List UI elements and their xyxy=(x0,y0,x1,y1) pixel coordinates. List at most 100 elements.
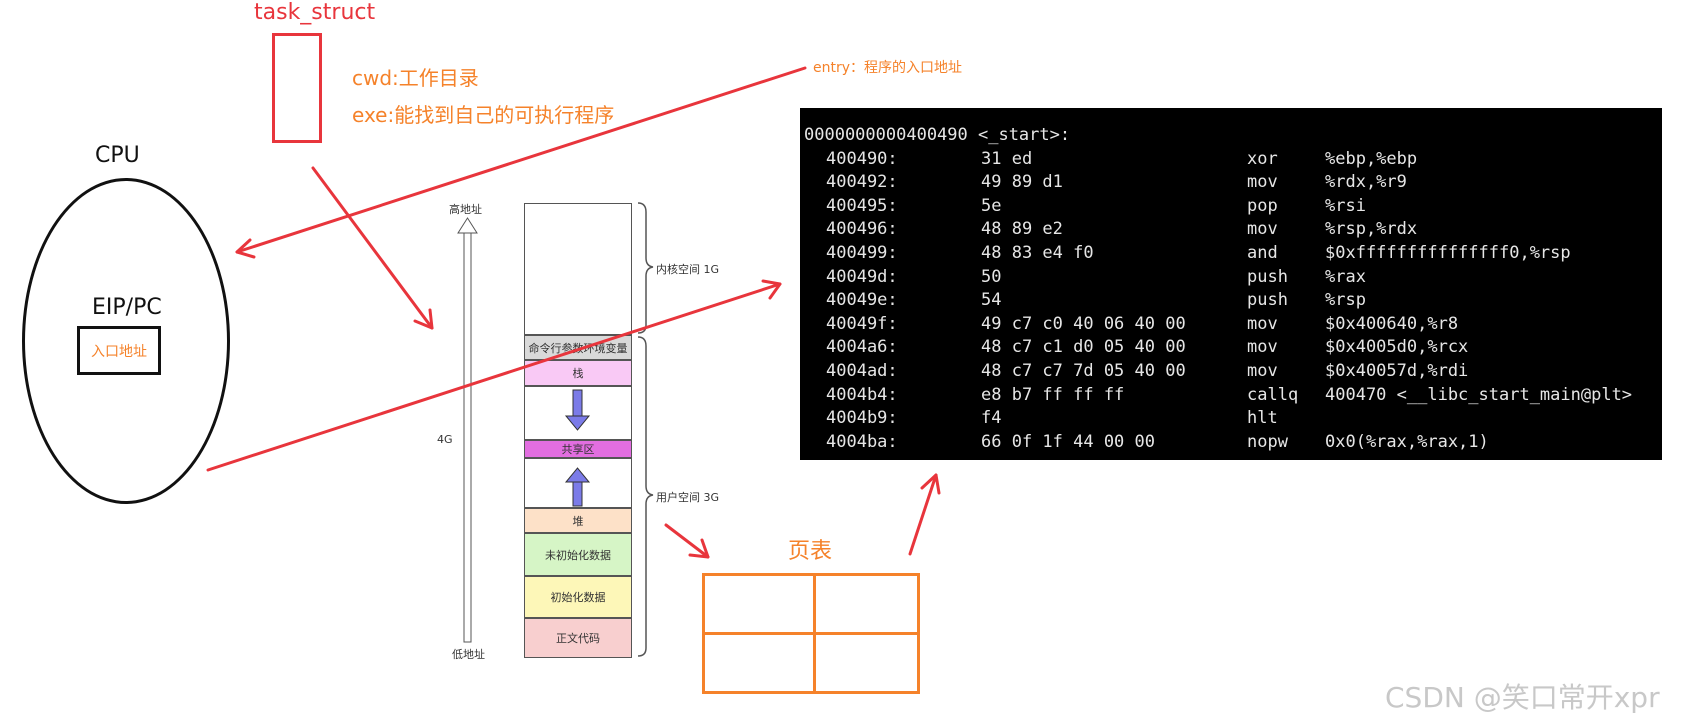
shared-region: 共享区 xyxy=(524,440,632,458)
eip-pc-label: EIP/PC xyxy=(92,295,162,320)
entry-address-value: 入口地址 xyxy=(91,343,147,360)
address-axis-arrow xyxy=(457,217,478,643)
disassembly-line: 400490: 31 ed xor %ebp,%ebp xyxy=(804,148,1662,172)
bss-label: 未初始化数据 xyxy=(545,548,611,562)
instruction-mnemonic: mov xyxy=(1247,313,1278,334)
instruction-bytes: 50 xyxy=(981,266,1002,287)
data-label: 初始化数据 xyxy=(550,591,606,604)
text-region: 正文代码 xyxy=(524,618,632,658)
page-table-title: 页表 xyxy=(788,539,833,564)
user-space-brace xyxy=(637,336,654,657)
instruction-address: 4004ba: xyxy=(826,431,898,452)
instruction-operands: $0x4005d0,%rcx xyxy=(1325,337,1469,358)
instruction-address: 4004a6: xyxy=(826,337,898,358)
instruction-mnemonic: mov xyxy=(1247,172,1278,193)
arrow-entry-to-cpu xyxy=(235,66,807,259)
disassembly-line: 400499: 48 83 e4 f0 and $0xfffffffffffffff0… xyxy=(804,242,1662,266)
instruction-bytes: 66 0f 1f 44 00 00 xyxy=(981,431,1155,452)
instruction-address: 400490: xyxy=(826,148,898,169)
instruction-operands: %rax xyxy=(1325,266,1366,287)
cpu-title: CPU xyxy=(95,143,140,168)
eip-register-box: 入口地址 xyxy=(77,326,161,375)
heap-grow-up-arrow xyxy=(564,467,591,507)
instruction-bytes: f4 xyxy=(981,408,1002,429)
high-address-label: 高地址 xyxy=(449,203,482,216)
instruction-bytes: e8 b7 ff ff ff xyxy=(981,384,1125,405)
disassembly-line: 40049f: 49 c7 c0 40 06 40 00 mov $0x400640,… xyxy=(804,313,1662,337)
instruction-operands: %rdx,%r9 xyxy=(1325,172,1407,193)
user-space-label: 用户空间 3G xyxy=(656,491,720,504)
instruction-mnemonic: callq xyxy=(1247,384,1299,405)
instruction-bytes: 48 83 e4 f0 xyxy=(981,242,1094,263)
task-struct-title: task_struct xyxy=(254,0,376,25)
instruction-mnemonic: nopw xyxy=(1247,431,1288,452)
instruction-address: 4004ad: xyxy=(826,360,898,381)
instruction-mnemonic: mov xyxy=(1247,219,1278,240)
disassembly-line: 40049d: 50 push %rax xyxy=(804,266,1662,290)
task-struct-cwd: cwd:工作目录 xyxy=(352,66,479,90)
instruction-operands: %rsp,%rdx xyxy=(1325,219,1418,240)
stack-region: 栈 xyxy=(524,360,632,386)
disassembly-header: 0000000000400490 <_start>: xyxy=(804,124,1662,148)
instruction-mnemonic: mov xyxy=(1247,360,1278,381)
disassembly-panel: 0000000000400490 <_start>: 400490: 31 ed x… xyxy=(800,108,1662,460)
instruction-address: 400496: xyxy=(826,219,898,240)
bss-region: 未初始化数据 xyxy=(524,533,632,576)
instruction-address: 40049f: xyxy=(826,313,898,334)
arrow-page-table-to-code xyxy=(908,473,941,556)
env-label: 命令行参数环境变量 xyxy=(528,341,628,355)
instruction-mnemonic: push xyxy=(1247,290,1288,311)
instruction-bytes: 31 ed xyxy=(981,148,1033,169)
kernel-space-label: 内核空间 1G xyxy=(656,263,720,276)
instruction-address: 4004b4: xyxy=(826,384,898,405)
instruction-address: 400492: xyxy=(826,172,898,193)
entry-note: entry：程序的入口地址 xyxy=(813,60,963,76)
instruction-operands: %rsp xyxy=(1325,290,1366,311)
instruction-bytes: 48 89 e2 xyxy=(981,219,1063,240)
disassembly-line: 40049e: 54 push %rsp xyxy=(804,289,1662,313)
cpu-ellipse xyxy=(22,178,230,504)
instruction-bytes: 48 c7 c7 7d 05 40 00 xyxy=(981,360,1186,381)
instruction-address: 40049d: xyxy=(826,266,898,287)
instruction-mnemonic: xor xyxy=(1247,148,1278,169)
page-table-hline xyxy=(705,632,917,635)
env-region: 命令行参数环境变量 xyxy=(524,335,632,360)
disassembly-line: 400496: 48 89 e2 mov %rsp,%rdx xyxy=(804,218,1662,242)
stack-label: 栈 xyxy=(572,367,584,380)
instruction-mnemonic: and xyxy=(1247,242,1278,263)
data-region: 初始化数据 xyxy=(524,576,632,618)
stack-grow-down-arrow xyxy=(564,389,591,431)
low-address-label: 低地址 xyxy=(452,648,485,661)
disassembly-line: 4004b4: e8 b7 ff ff ff callq 400470 <__libc… xyxy=(804,384,1662,408)
kernel-space-region xyxy=(524,203,632,335)
heap-label: 堆 xyxy=(572,514,584,528)
watermark: CSDN @笑口常开xpr xyxy=(1385,681,1660,714)
instruction-operands: 400470 <__libc_start_main@plt> xyxy=(1325,384,1633,405)
text-label: 正文代码 xyxy=(556,632,600,645)
instruction-mnemonic: push xyxy=(1247,266,1288,287)
kernel-space-brace xyxy=(637,202,654,334)
instruction-operands: %ebp,%ebp xyxy=(1325,148,1418,169)
instruction-address: 400499: xyxy=(826,242,898,263)
arrow-cpu-to-code xyxy=(206,279,782,472)
instruction-mnemonic: pop xyxy=(1247,195,1278,216)
shared-label: 共享区 xyxy=(561,443,595,456)
instruction-address: 40049e: xyxy=(826,290,898,311)
instruction-mnemonic: mov xyxy=(1247,337,1278,358)
instruction-mnemonic: hlt xyxy=(1247,408,1278,429)
size-4g-label: 4G xyxy=(437,433,453,446)
instruction-operands: $0x400640,%r8 xyxy=(1325,313,1459,334)
instruction-operands: $0xfffffffffffffff0,%rsp xyxy=(1325,242,1571,263)
instruction-bytes: 54 xyxy=(981,290,1002,311)
instruction-operands: %rsi xyxy=(1325,195,1366,216)
instruction-operands: 0x0(%rax,%rax,1) xyxy=(1325,431,1489,452)
arrow-task-to-memory xyxy=(311,166,434,330)
arrow-memory-to-page-table xyxy=(664,523,710,559)
disassembly-header-text: 0000000000400490 <_start>: xyxy=(804,125,1071,145)
instruction-bytes: 49 c7 c0 40 06 40 00 xyxy=(981,313,1186,334)
